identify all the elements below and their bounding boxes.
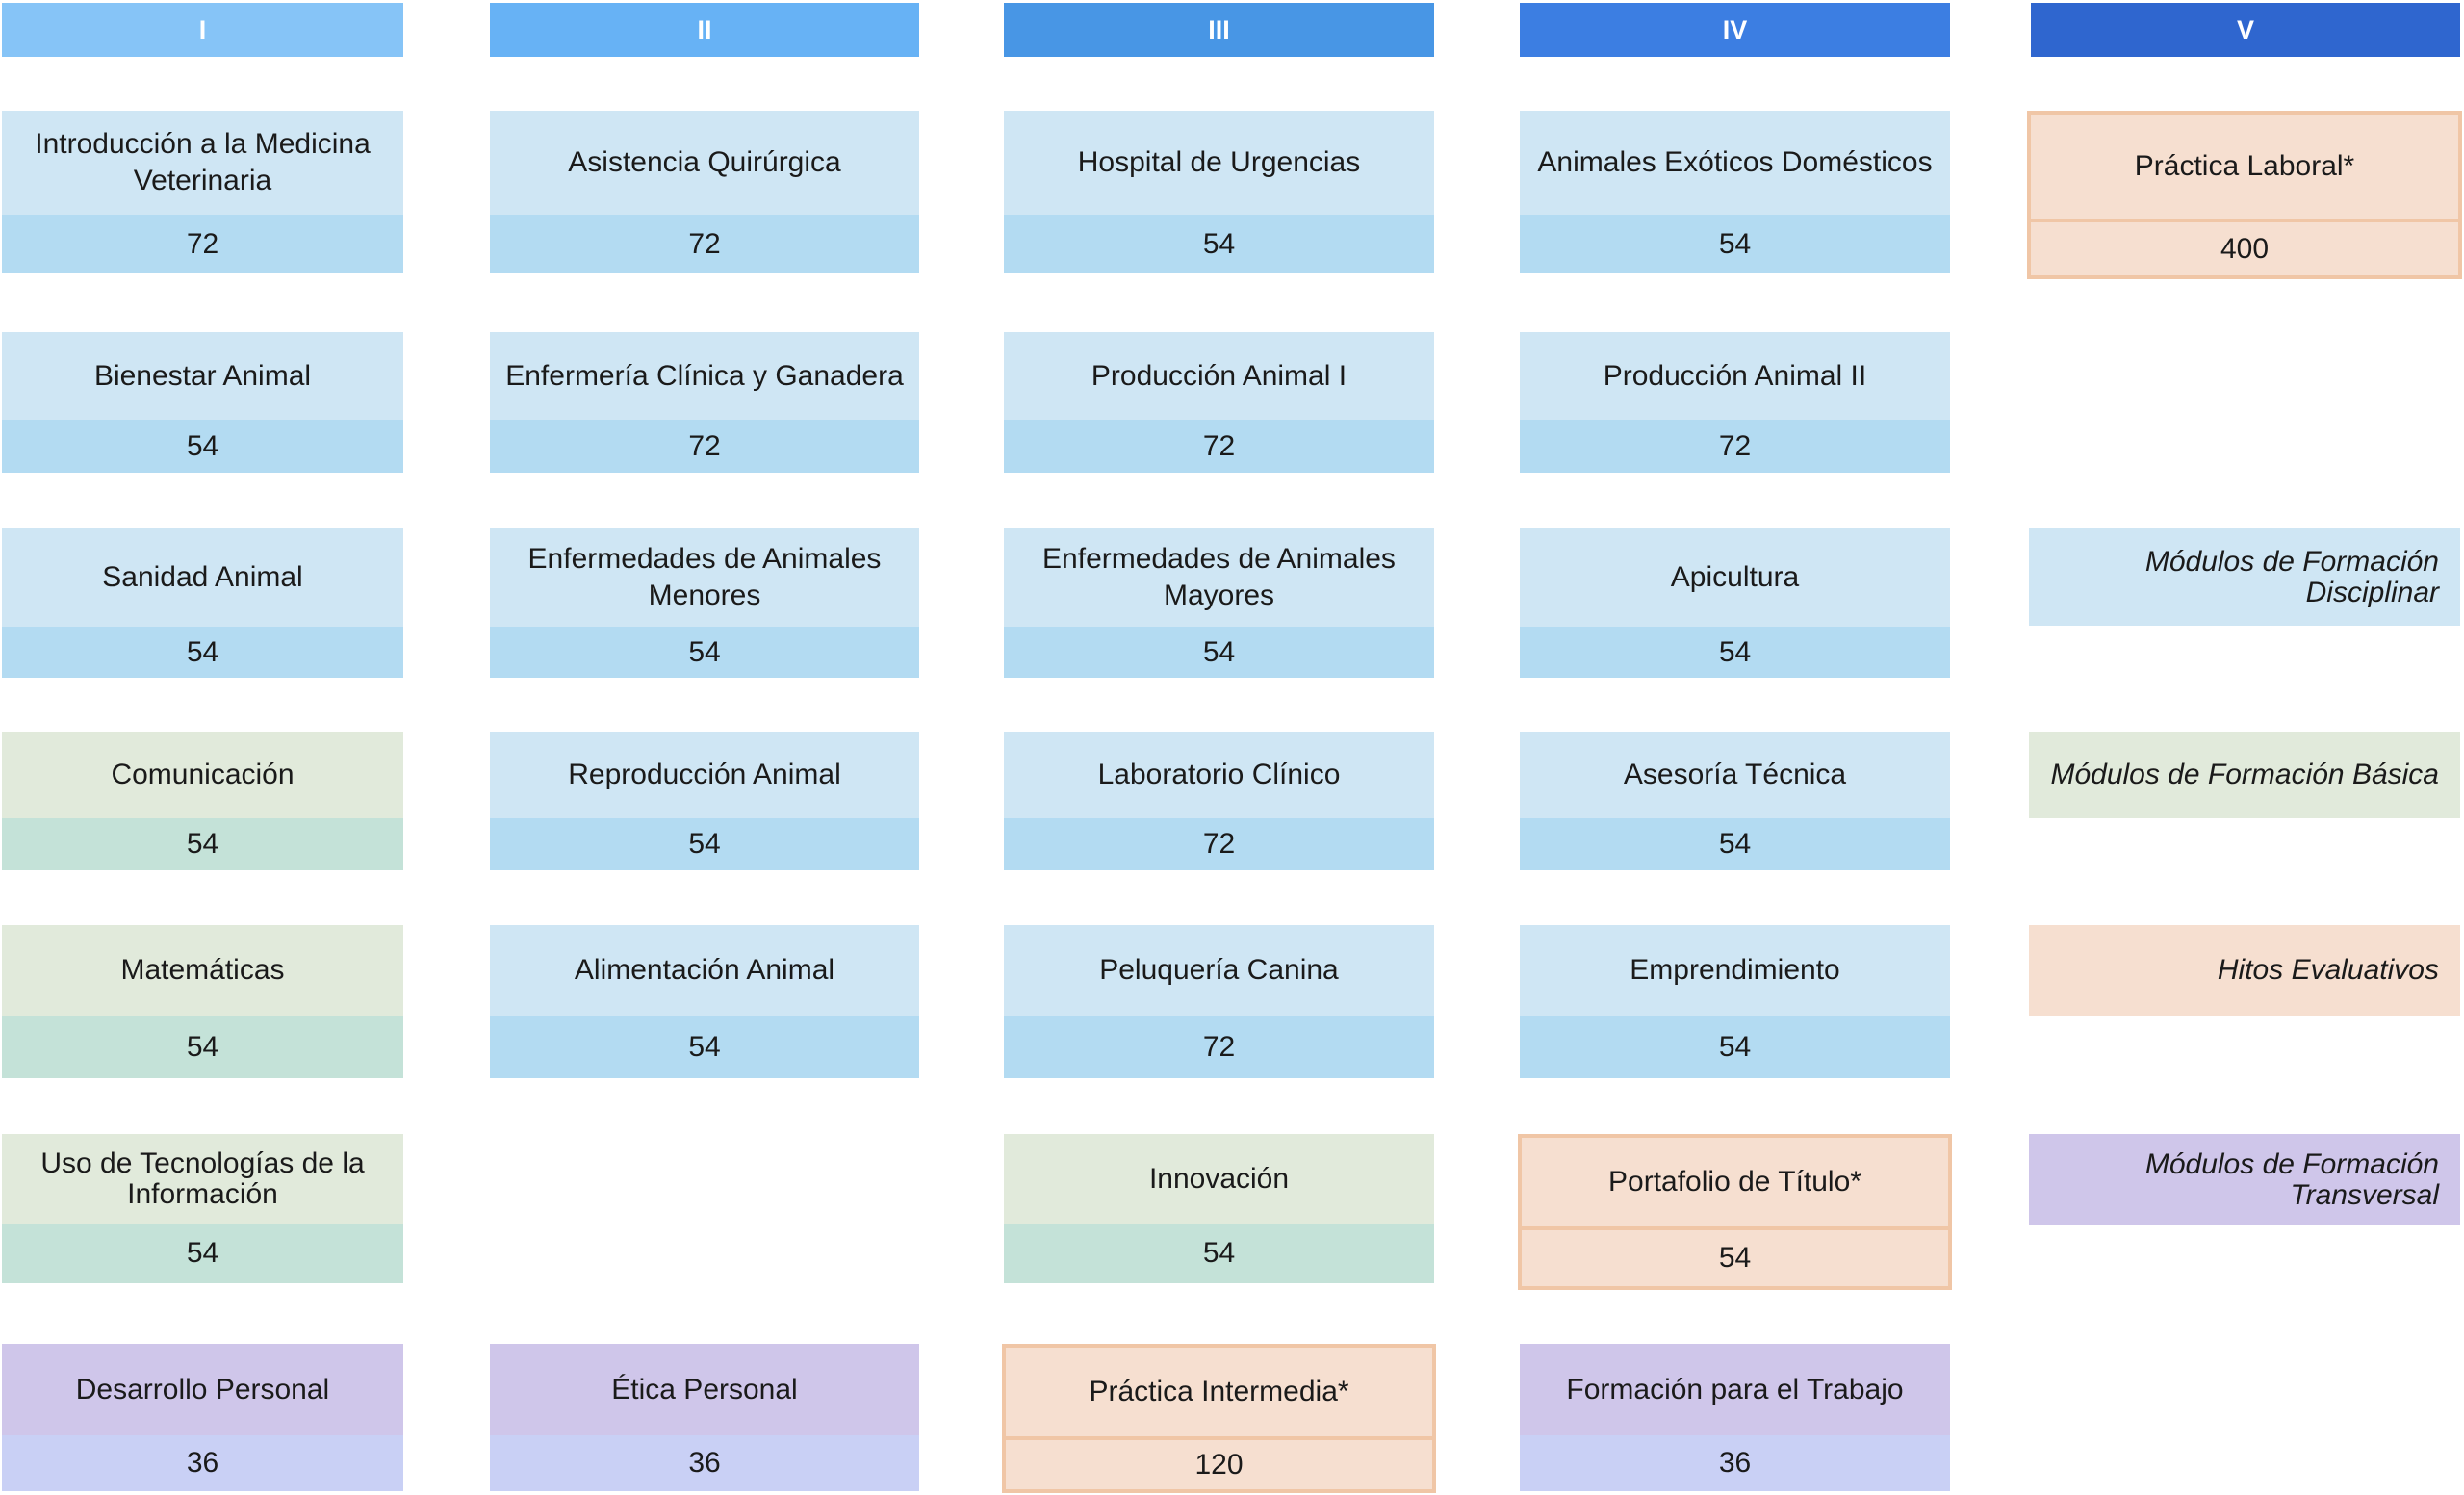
module-hours: 72 — [490, 420, 919, 473]
module-hours: 54 — [1004, 1224, 1434, 1283]
module-card: Innovación 54 — [1004, 1134, 1434, 1283]
header-sem-1: I — [2, 3, 403, 57]
module-name: Animales Exóticos Domésticos — [1520, 111, 1950, 215]
module-name: Emprendimiento — [1520, 925, 1950, 1016]
module-card: Introducción a la Medicina Veterinaria 7… — [2, 111, 403, 273]
module-card: Peluquería Canina 72 — [1004, 925, 1434, 1078]
module-hours: 54 — [1520, 818, 1950, 870]
module-hours: 72 — [490, 215, 919, 273]
module-card: Animales Exóticos Domésticos 54 — [1520, 111, 1950, 273]
module-name: Comunicación — [2, 732, 403, 818]
header-sem-5: V — [2031, 3, 2460, 57]
header-sem-4: IV — [1520, 3, 1950, 57]
module-card: Enfermedades de Animales Mayores 54 — [1004, 528, 1434, 678]
module-hours: 72 — [1004, 1016, 1434, 1078]
legend-basica: Módulos de Formación Básica — [2029, 732, 2460, 818]
module-card: Comunicación 54 — [2, 732, 403, 870]
header-sem-3: III — [1004, 3, 1434, 57]
legend-hitos: Hitos Evaluativos — [2029, 925, 2460, 1016]
module-hours: 72 — [1004, 818, 1434, 870]
module-name: Práctica Laboral* — [2031, 115, 2458, 219]
module-card: Bienestar Animal 54 — [2, 332, 403, 473]
module-name: Laboratorio Clínico — [1004, 732, 1434, 818]
module-hours: 36 — [1520, 1435, 1950, 1491]
module-card-hito: Práctica Intermedia* 120 — [1002, 1344, 1436, 1493]
module-name: Práctica Intermedia* — [1006, 1348, 1432, 1436]
module-hours: 36 — [490, 1435, 919, 1491]
module-card: Sanidad Animal 54 — [2, 528, 403, 678]
module-hours: 54 — [1004, 215, 1434, 273]
module-hours: 120 — [1006, 1436, 1432, 1489]
module-hours: 72 — [1004, 420, 1434, 473]
module-hours: 54 — [2, 1224, 403, 1283]
module-name: Producción Animal I — [1004, 332, 1434, 420]
module-hours: 54 — [2, 627, 403, 678]
module-name: Apicultura — [1520, 528, 1950, 627]
module-name: Desarrollo Personal — [2, 1344, 403, 1435]
module-card: Enfermería Clínica y Ganadera 72 — [490, 332, 919, 473]
module-hours: 54 — [490, 627, 919, 678]
module-card: Laboratorio Clínico 72 — [1004, 732, 1434, 870]
module-name: Peluquería Canina — [1004, 925, 1434, 1016]
module-hours: 54 — [490, 818, 919, 870]
module-name: Enfermería Clínica y Ganadera — [490, 332, 919, 420]
module-card: Emprendimiento 54 — [1520, 925, 1950, 1078]
module-hours: 54 — [1520, 215, 1950, 273]
module-name: Producción Animal II — [1520, 332, 1950, 420]
module-hours: 54 — [2, 818, 403, 870]
module-hours: 36 — [2, 1435, 403, 1491]
module-name: Matemáticas — [2, 925, 403, 1016]
module-card: Formación para el Trabajo 36 — [1520, 1344, 1950, 1491]
module-hours: 72 — [2, 215, 403, 273]
module-card: Ética Personal 36 — [490, 1344, 919, 1491]
module-hours: 54 — [2, 420, 403, 473]
module-hours: 400 — [2031, 219, 2458, 275]
module-card: Asesoría Técnica 54 — [1520, 732, 1950, 870]
module-hours: 54 — [1520, 1016, 1950, 1078]
module-name: Enfermedades de Animales Menores — [490, 528, 919, 627]
module-hours: 72 — [1520, 420, 1950, 473]
module-name: Alimentación Animal — [490, 925, 919, 1016]
module-hours: 54 — [1522, 1226, 1948, 1286]
module-card: Producción Animal I 72 — [1004, 332, 1434, 473]
module-card-hito: Portafolio de Título* 54 — [1518, 1134, 1952, 1290]
module-hours: 54 — [2, 1016, 403, 1078]
module-name: Hospital de Urgencias — [1004, 111, 1434, 215]
module-hours: 54 — [490, 1016, 919, 1078]
legend-disciplinar: Módulos de Formación Disciplinar — [2029, 528, 2460, 626]
module-card: Enfermedades de Animales Menores 54 — [490, 528, 919, 678]
module-card-hito: Práctica Laboral* 400 — [2027, 111, 2462, 279]
module-card: Alimentación Animal 54 — [490, 925, 919, 1078]
module-hours: 54 — [1520, 627, 1950, 678]
module-name: Introducción a la Medicina Veterinaria — [2, 111, 403, 215]
module-card: Apicultura 54 — [1520, 528, 1950, 678]
module-card: Reproducción Animal 54 — [490, 732, 919, 870]
module-name: Reproducción Animal — [490, 732, 919, 818]
module-card: Producción Animal II 72 — [1520, 332, 1950, 473]
module-hours: 54 — [1004, 627, 1434, 678]
module-name: Formación para el Trabajo — [1520, 1344, 1950, 1435]
module-name: Ética Personal — [490, 1344, 919, 1435]
header-sem-2: II — [490, 3, 919, 57]
module-name: Sanidad Animal — [2, 528, 403, 627]
module-name: Portafolio de Título* — [1522, 1138, 1948, 1226]
module-card: Desarrollo Personal 36 — [2, 1344, 403, 1491]
module-name: Bienestar Animal — [2, 332, 403, 420]
module-name: Uso de Tecnologías de la Información — [2, 1134, 403, 1224]
module-name: Enfermedades de Animales Mayores — [1004, 528, 1434, 627]
module-name: Innovación — [1004, 1134, 1434, 1224]
module-card: Matemáticas 54 — [2, 925, 403, 1078]
legend-transversal: Módulos de Formación Transversal — [2029, 1134, 2460, 1225]
module-card: Uso de Tecnologías de la Información 54 — [2, 1134, 403, 1283]
module-name: Asesoría Técnica — [1520, 732, 1950, 818]
module-card: Asistencia Quirúrgica 72 — [490, 111, 919, 273]
module-name: Asistencia Quirúrgica — [490, 111, 919, 215]
module-card: Hospital de Urgencias 54 — [1004, 111, 1434, 273]
